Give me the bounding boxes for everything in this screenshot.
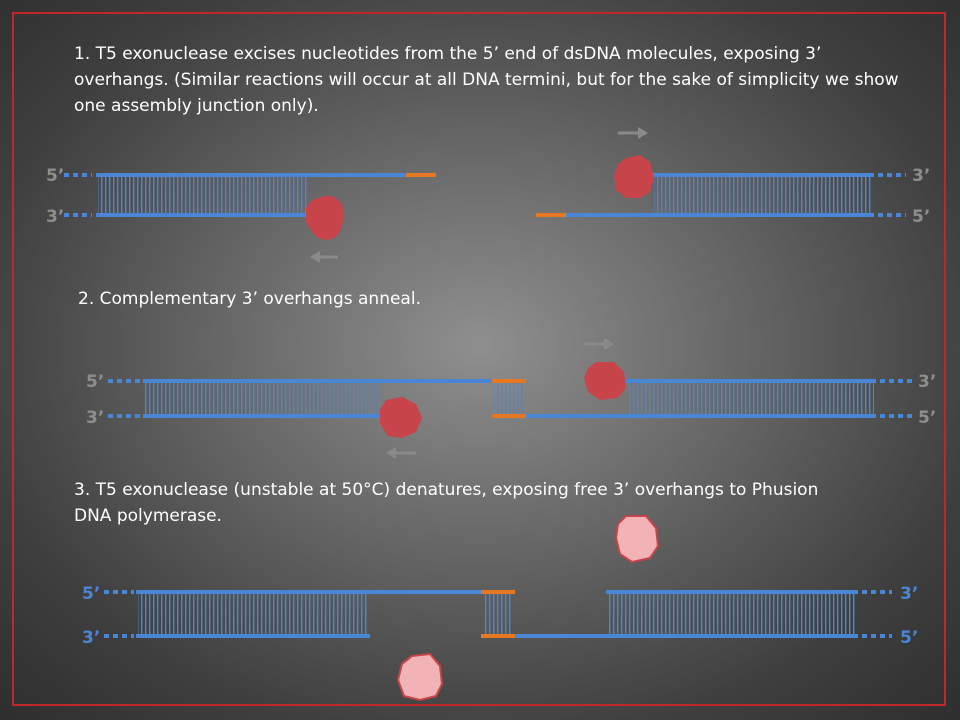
overhang-right [481,634,515,638]
label-3prime: 3’ [918,372,936,392]
step-3-diagram: 5’ 3’ 3’ 5’ [82,515,918,702]
base-pairs [608,594,856,634]
label-3prime: 3’ [912,166,930,186]
step-3-text: 3. T5 exonuclease (unstable at 50°C) den… [74,480,819,526]
overhang-left [492,379,526,383]
base-pairs [145,383,381,414]
top-strand-left [136,590,481,594]
base-pairs [138,594,368,634]
label-3prime: 3’ [46,207,64,227]
label-5prime: 5’ [912,207,930,227]
bottom-strand-right [515,634,858,638]
label-5prime: 5’ [82,584,100,604]
annealed-base-pairs [483,594,513,634]
bottom-strand-left [136,634,370,638]
overhang-3prime [406,173,436,177]
bottom-strand-left [143,414,383,418]
right-dna-molecule: 3’ 5’ [536,127,930,227]
denatured-t5-exonuclease-icon [396,652,444,702]
step-2-text: 2. Complementary 3’ overhangs anneal. [78,289,421,309]
t5-exonuclease-icon [380,397,422,438]
arrow-left-icon [386,447,416,459]
overhang-left [481,590,515,594]
top-strand-left [143,379,492,383]
step-1-text: 1. T5 exonuclease excises nucleotides fr… [74,44,899,116]
label-5prime: 5’ [918,408,936,428]
arrow-right-icon [618,127,648,139]
label-5prime: 5’ [900,628,918,648]
label-5prime: 5’ [46,166,64,186]
label-5prime: 5’ [86,372,104,392]
arrow-right-icon [584,338,614,350]
bottom-strand [96,213,311,217]
bottom-strand [566,213,874,217]
label-3prime: 3’ [900,584,918,604]
denatured-t5-exonuclease-icon [614,515,660,564]
t5-exonuclease-icon [584,362,626,400]
base-pairs [98,177,308,213]
base-pairs [628,383,874,414]
slide-frame [12,12,946,706]
top-strand [652,173,874,177]
step-2-diagram: 5’ 3’ 3’ 5’ [86,338,936,459]
label-3prime: 3’ [82,628,100,648]
top-strand-right [626,379,876,383]
bottom-strand-right [526,414,876,418]
base-pairs [654,177,872,213]
overhang-3prime [536,213,566,217]
label-3prime: 3’ [86,408,104,428]
overhang-right [492,414,526,418]
arrow-left-icon [310,251,338,263]
step-1-diagram: 5’ 3’ 3’ 5’ [46,127,930,263]
top-strand [96,173,406,177]
top-strand-right [606,590,858,594]
annealed-base-pairs [494,383,524,414]
t5-exonuclease-icon [614,155,654,198]
t5-exonuclease-icon [306,196,344,240]
left-dna-molecule: 5’ 3’ [46,166,436,263]
